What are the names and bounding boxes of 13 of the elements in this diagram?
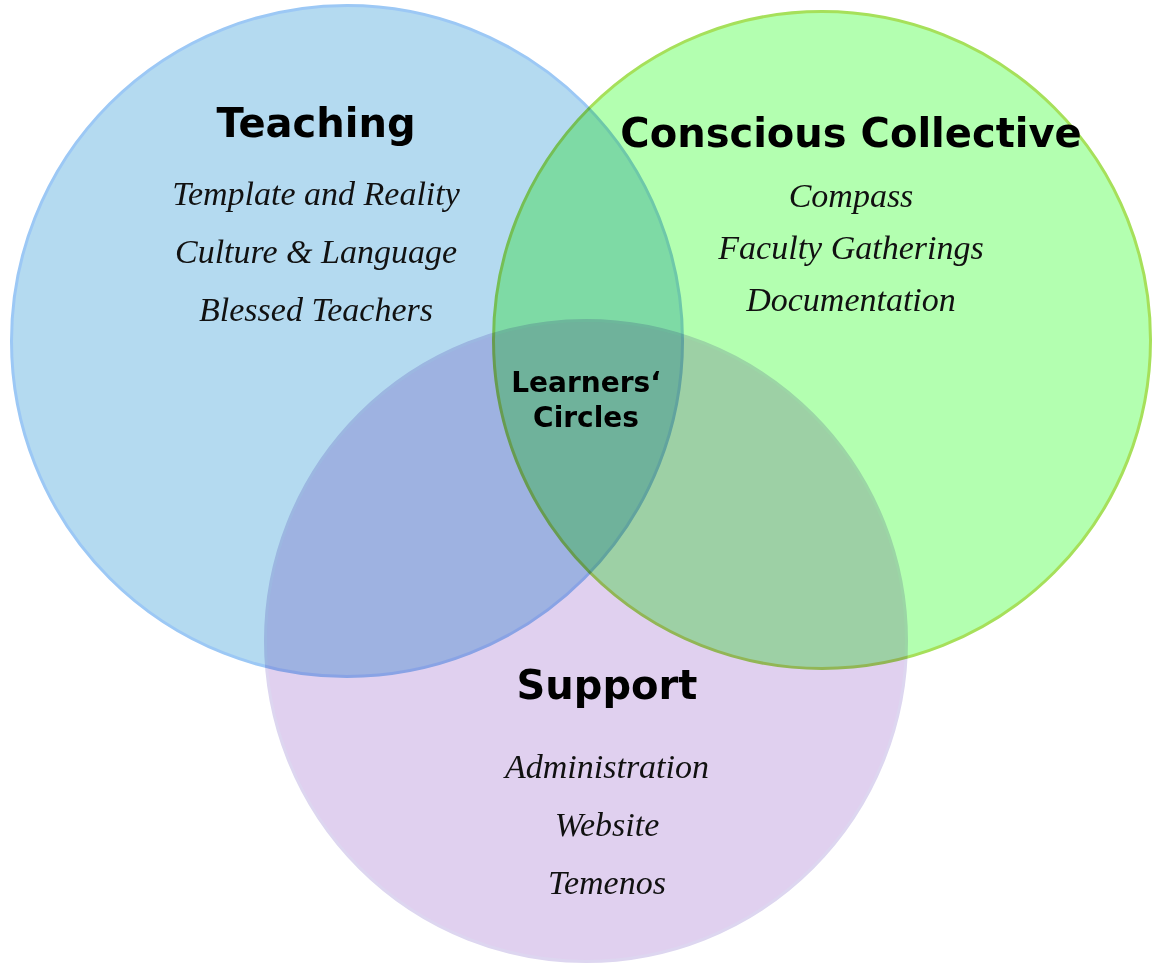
item-text: Documentation (746, 281, 956, 319)
item-text: Administration (505, 748, 709, 786)
item-text: Compass (788, 177, 914, 215)
circle-heading: Teaching (216, 101, 416, 145)
item-text: Website (554, 806, 660, 844)
circle-heading: Support (516, 663, 698, 707)
item-text: Culture & Language (174, 233, 458, 271)
item-text: Temenos (548, 864, 666, 902)
circle-heading: Conscious Collective (620, 111, 1082, 155)
item-text: Faculty Gatherings (718, 229, 984, 267)
item-text: Blessed Teachers (199, 291, 433, 329)
item-text: Template and Reality (172, 175, 460, 213)
center-label: Learners‘ Circles (510, 365, 662, 435)
